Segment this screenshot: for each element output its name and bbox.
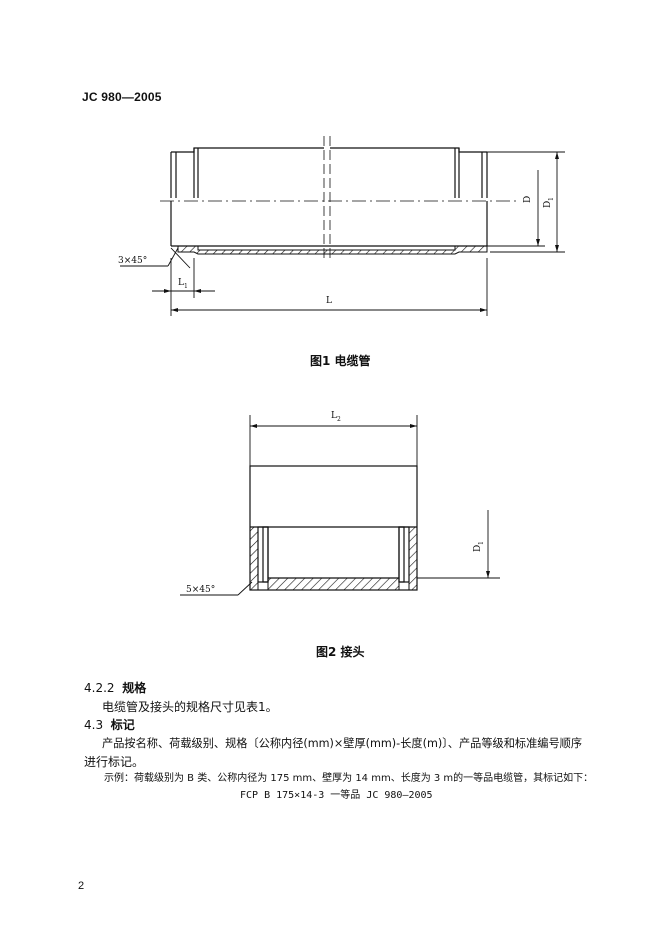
marking-example: 示例：荷载级别为 B 类、公称内径为 175 mm、壁厚为 14 mm、长度为 …: [104, 773, 594, 784]
section-4-3-heading: 4.3 标记: [84, 716, 135, 733]
fig2-d1-label: D: [473, 545, 483, 552]
section-4-2-2-text: 电缆管及接头的规格尺寸见表1。: [102, 700, 278, 714]
section-4-2-2-heading: 4.2.2 规格: [84, 679, 146, 696]
fig1-l1-label: L: [178, 278, 184, 288]
fig1-l1-subscript: 1: [184, 283, 188, 290]
standard-code-header: JC 980—2005: [82, 90, 162, 104]
section-4-3-text-line2: 进行标记。: [84, 755, 145, 769]
fig1-chamfer-label: 3×45°: [118, 256, 147, 266]
section-title: 规格: [122, 681, 147, 695]
fig2-d1-subscript: 1: [478, 541, 485, 545]
section-number: 4.3: [84, 718, 104, 732]
figure-1-caption: 图1 电缆管: [310, 354, 371, 368]
fig1-d-label: D: [523, 196, 533, 203]
page-number: 2: [78, 880, 85, 892]
section-4-3-text-line1: 产品按名称、荷载级别、规格〔公称内径(mm)×壁厚(mm)-长度(m)〕、产品等…: [102, 737, 583, 750]
fig1-d1-label: D: [543, 201, 553, 208]
figure-2-caption: 图2 接头: [316, 645, 365, 659]
section-number: 4.2.2: [84, 681, 115, 695]
fig1-l-label: L: [326, 296, 332, 306]
fig2-chamfer-label: 5×45°: [186, 585, 215, 595]
fig2-l2-label: L: [331, 411, 337, 421]
section-title: 标记: [110, 718, 135, 732]
fig2-l2-subscript: 2: [337, 416, 341, 423]
fig1-d1-subscript: 1: [548, 197, 555, 201]
marking-string: FCP B 175×14-3 一等品 JC 980—2005: [240, 790, 433, 801]
